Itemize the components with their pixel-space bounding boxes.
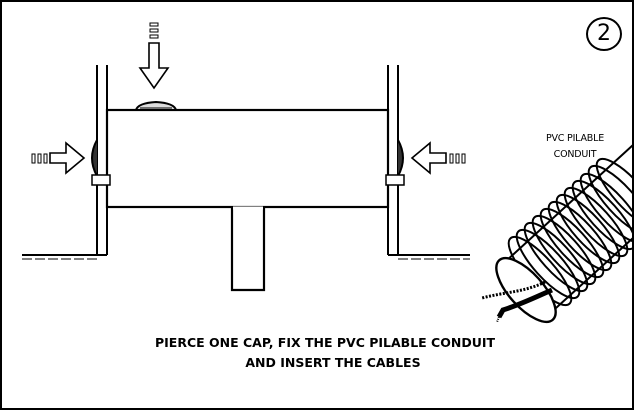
left-wall bbox=[22, 65, 111, 260]
corrugated-conduit-icon bbox=[495, 144, 634, 324]
arrow-icon bbox=[31, 141, 86, 175]
conduit-label-line2: CONDUIT bbox=[553, 149, 597, 160]
box-body bbox=[105, 108, 390, 209]
conduit-label-line1: PVC PILABLE bbox=[545, 133, 605, 144]
right-cap bbox=[397, 139, 404, 177]
conduit-label: PVC PILABLE CONDUIT bbox=[520, 131, 630, 163]
arrow-icon bbox=[138, 22, 170, 90]
right-clip bbox=[385, 174, 405, 186]
caption-line1: PIERCE ONE CAP, FIX THE PVC PILABLE COND… bbox=[154, 335, 496, 350]
cable-icon bbox=[481, 280, 553, 323]
right-wall bbox=[385, 65, 470, 260]
left-clip bbox=[91, 174, 111, 186]
conduit-mouth bbox=[495, 256, 557, 324]
arrow-icon bbox=[410, 141, 466, 175]
instruction-caption: PIERCE ONE CAP, FIX THE PVC PILABLE COND… bbox=[0, 333, 634, 373]
step-number-badge: 2 bbox=[586, 17, 622, 51]
top-cap bbox=[134, 100, 178, 111]
box-outlet bbox=[230, 207, 266, 292]
junction-box bbox=[105, 100, 390, 292]
caption-line2: AND INSERT THE CABLES bbox=[245, 355, 421, 370]
left-cap bbox=[91, 139, 98, 177]
